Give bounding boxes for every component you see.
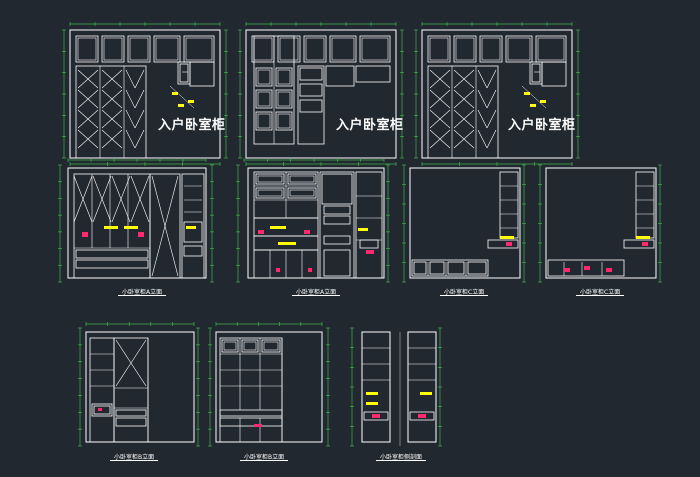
elevation-c-2 <box>538 164 662 283</box>
elevation-entry-1 <box>62 22 228 166</box>
elevation-entry-3 <box>414 22 580 166</box>
elevation-b-1 <box>78 322 200 447</box>
elevation-b-2 <box>208 322 330 447</box>
caption-c-elevation-1: 小卧室柜C立面 <box>444 289 485 296</box>
elevation-a-2 <box>236 158 390 283</box>
label-entry-cabinet-3: 入户卧室柜 <box>508 118 576 133</box>
label-entry-cabinet-2: 入户卧室柜 <box>336 118 404 133</box>
side-section <box>350 327 442 447</box>
label-entry-cabinet-1: 入户卧室柜 <box>158 118 226 133</box>
caption-b-elevation-2: 小卧室柜B立面 <box>244 454 285 461</box>
elevation-c-1 <box>402 164 526 283</box>
elevation-a-1 <box>58 158 214 283</box>
caption-side-section: 小卧室柜侧剖面 <box>380 454 423 461</box>
elevation-entry-2 <box>238 22 404 166</box>
caption-a-elevation-1: 小卧室柜A立面 <box>122 289 163 296</box>
caption-b-elevation-1: 小卧室柜B立面 <box>114 454 155 461</box>
caption-c-elevation-2: 小卧室柜C立面 <box>580 289 621 296</box>
caption-a-elevation-2: 小卧室柜A立面 <box>296 289 337 296</box>
